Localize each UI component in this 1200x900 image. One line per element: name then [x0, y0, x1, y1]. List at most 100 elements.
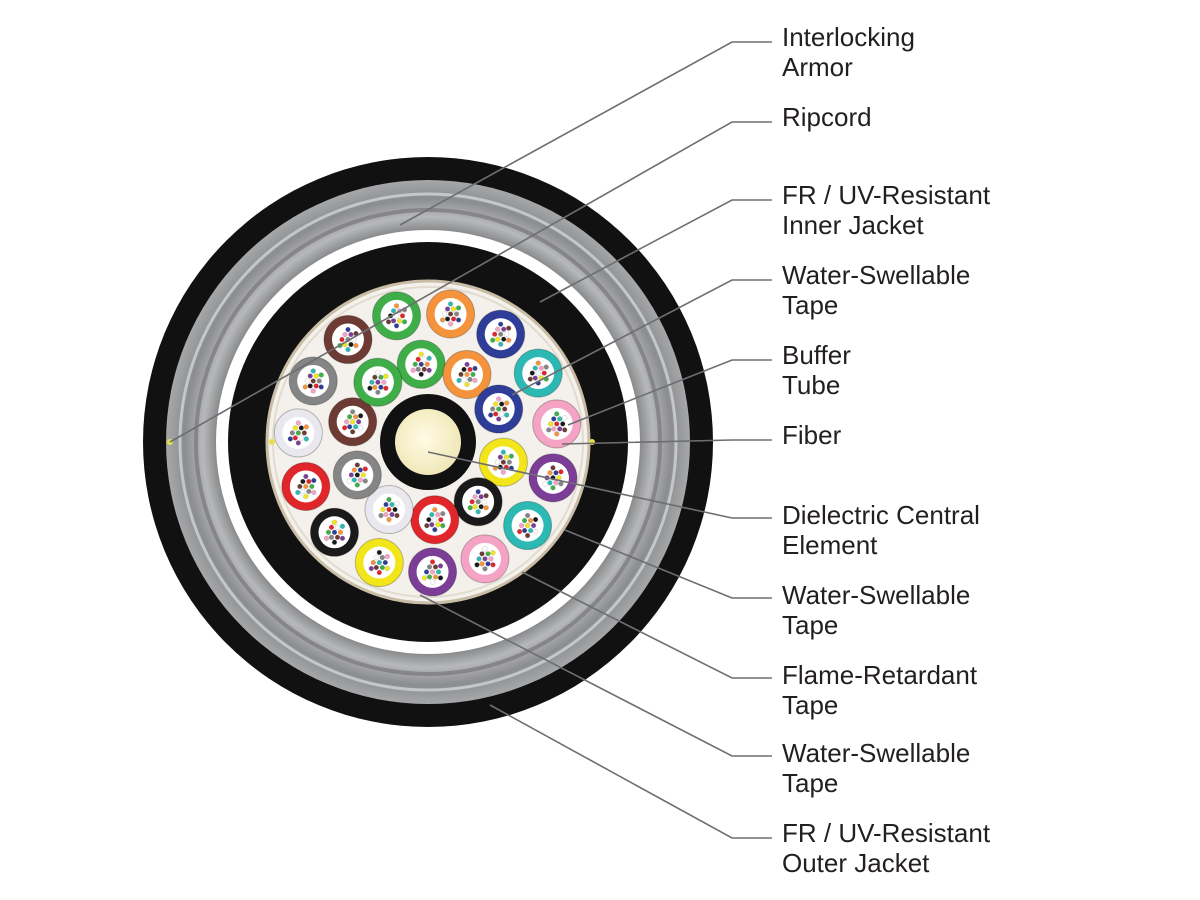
fiber: [467, 366, 473, 373]
fiber: [410, 367, 416, 373]
fiber: [506, 325, 512, 331]
fiber: [392, 506, 398, 513]
fiber: [376, 569, 382, 576]
fiber: [304, 378, 310, 384]
fiber: [493, 401, 499, 407]
fiber: [485, 561, 491, 567]
fiber: [557, 416, 563, 422]
fiber: [562, 415, 568, 421]
fiber: [426, 355, 432, 361]
fiber: [383, 511, 389, 518]
fiber: [502, 406, 508, 412]
fiber: [383, 501, 389, 508]
fiber: [295, 489, 301, 496]
fiber: [429, 522, 435, 528]
fiber: [435, 512, 441, 518]
label-fiber: Fiber: [782, 420, 841, 450]
fiber: [482, 566, 488, 572]
fiber: [542, 481, 548, 487]
fiber: [426, 564, 433, 570]
fiber: [490, 562, 496, 568]
fiber: [503, 454, 509, 460]
fiber: [362, 478, 368, 484]
fiber: [302, 384, 308, 390]
fiber: [497, 454, 503, 460]
fiber: [372, 374, 378, 380]
fiber: [334, 534, 341, 540]
fiber: [498, 321, 504, 327]
label-dielectric-central-element-line: Dielectric Central: [782, 500, 980, 530]
label-interlocking-armor-line: Interlocking: [782, 22, 915, 52]
buffer-tube-orange: [442, 349, 492, 399]
fiber: [384, 565, 390, 572]
fiber: [429, 569, 436, 575]
fiber: [506, 459, 512, 465]
label-water-swellable-tape-2-line: Tape: [782, 610, 839, 640]
fiber: [347, 414, 353, 420]
fiber: [375, 369, 381, 375]
fiber: [372, 384, 378, 390]
fiber: [350, 409, 356, 415]
fiber: [533, 529, 539, 535]
fiber: [456, 305, 462, 311]
fiber: [426, 574, 433, 580]
buffer-tube-red: [281, 461, 331, 511]
fiber: [432, 527, 438, 533]
fiber: [424, 361, 430, 367]
fiber: [448, 321, 454, 327]
fiber: [498, 341, 504, 347]
fiber: [558, 469, 564, 475]
label-ripcord: Ripcord: [782, 102, 872, 132]
fiber: [532, 365, 538, 371]
buffer-tube-slate: [288, 356, 338, 406]
fiber: [553, 480, 559, 486]
fiber: [342, 332, 348, 338]
fiber: [432, 507, 438, 513]
fiber: [348, 332, 354, 338]
buffer-tube-green: [372, 291, 422, 341]
fiber: [533, 517, 539, 523]
fiber: [389, 501, 395, 508]
fiber: [382, 559, 388, 566]
buffer-tube-white: [273, 408, 323, 458]
fiber: [298, 425, 304, 431]
fiber: [554, 431, 560, 437]
fiber: [346, 478, 352, 484]
label-outer-jacket-line: FR / UV-Resistant: [782, 818, 991, 848]
buffer-tube-red: [410, 495, 460, 545]
fiber: [496, 416, 502, 422]
leader-interlocking-armor: [399, 41, 772, 226]
fiber: [506, 337, 512, 343]
fiber: [496, 406, 502, 412]
fiber: [313, 373, 319, 379]
fiber: [429, 512, 435, 518]
fiber: [541, 370, 547, 376]
leader-inner-jacket: [539, 199, 772, 303]
fiber: [337, 529, 344, 535]
fiber: [295, 420, 301, 426]
fiber: [528, 528, 534, 534]
fiber: [445, 306, 451, 312]
fiber: [400, 313, 406, 319]
fiber: [421, 575, 428, 581]
fiber: [345, 327, 351, 333]
fiber: [469, 499, 475, 505]
fiber: [501, 326, 507, 332]
fiber: [362, 466, 368, 472]
fiber: [467, 376, 473, 383]
fiber: [383, 373, 389, 379]
fiber: [297, 483, 303, 490]
fiber: [490, 550, 496, 556]
fiber: [546, 427, 552, 433]
fiber: [554, 411, 560, 417]
fiber: [429, 559, 436, 565]
buffer-tube-aqua: [503, 501, 553, 551]
fiber: [553, 470, 559, 476]
fiber: [485, 551, 491, 557]
